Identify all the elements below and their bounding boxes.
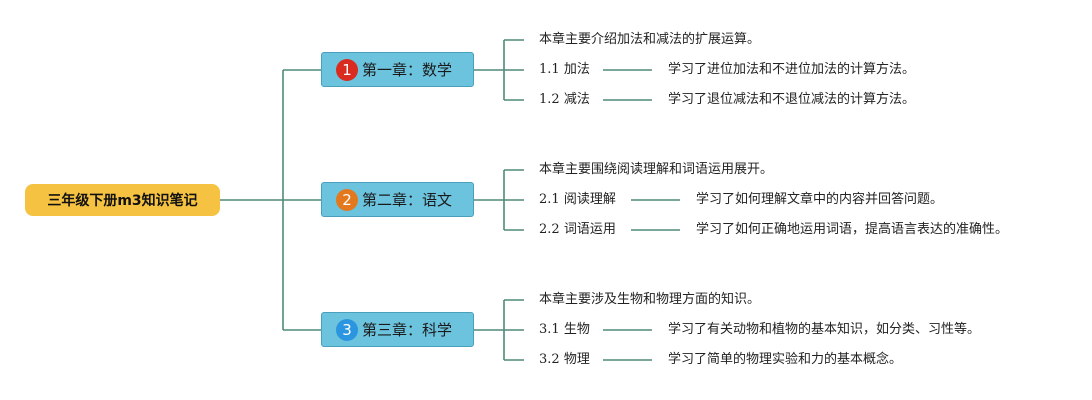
number-badge-icon: 3: [336, 318, 358, 341]
chapter-summary[interactable]: 本章主要涉及生物和物理方面的知识。: [539, 292, 761, 307]
chapter-title: 第一章：数学: [362, 61, 453, 79]
topic-detail[interactable]: 学习了简单的物理实验和力的基本概念。: [668, 352, 903, 367]
topic-detail[interactable]: 学习了退位减法和不退位减法的计算方法。: [668, 92, 916, 107]
topic-node[interactable]: 3.2 物理: [539, 352, 590, 368]
chapter-title: 第二章：语文: [362, 191, 453, 209]
chapter-node-math[interactable]: 1 第一章：数学: [321, 52, 474, 87]
chapter-node-chinese[interactable]: 2 第二章：语文: [321, 182, 474, 217]
topic-code: 3.1: [539, 322, 560, 337]
chapter-1-branch: [474, 39, 524, 101]
chapter-3-branch: [474, 299, 524, 361]
topic-node[interactable]: 2.2 词语运用: [539, 222, 616, 238]
topic-code: 2.2: [539, 222, 560, 237]
root-topic[interactable]: 三年级下册m3知识笔记: [25, 184, 220, 216]
topic-name: 生物: [563, 322, 590, 337]
topic-code: 2.1: [539, 192, 560, 207]
topic-code: 3.2: [539, 352, 560, 367]
chapter-title: 第三章：科学: [362, 321, 453, 339]
topic-detail[interactable]: 学习了有关动物和植物的基本知识，如分类、习性等。: [668, 322, 981, 337]
topic-name: 词语运用: [563, 222, 616, 237]
topic-node[interactable]: 1.2 减法: [539, 92, 590, 108]
topic-node[interactable]: 2.1 阅读理解: [539, 192, 616, 208]
root-title: 三年级下册m3知识笔记: [47, 193, 198, 209]
topic-detail[interactable]: 学习了如何正确地运用词语，提高语言表达的准确性。: [696, 222, 1009, 237]
topic-node[interactable]: 1.1 加法: [539, 62, 590, 78]
chapter-summary[interactable]: 本章主要介绍加法和减法的扩展运算。: [539, 32, 761, 47]
number-badge-icon: 2: [336, 188, 358, 211]
topic-detail[interactable]: 学习了如何理解文章中的内容并回答问题。: [696, 192, 944, 207]
chapter-node-science[interactable]: 3 第三章：科学: [321, 312, 474, 347]
number-badge-icon: 1: [336, 58, 358, 81]
topic-code: 1.1: [539, 62, 560, 77]
topic-name: 阅读理解: [563, 192, 616, 207]
topic-name: 加法: [563, 62, 590, 77]
topic-detail[interactable]: 学习了进位加法和不进位加法的计算方法。: [668, 62, 916, 77]
chapter-2-branch: [474, 169, 524, 231]
chapter-summary[interactable]: 本章主要围绕阅读理解和词语运用展开。: [539, 162, 774, 177]
topic-node[interactable]: 3.1 生物: [539, 322, 590, 338]
topic-code: 1.2: [539, 92, 560, 107]
topic-name: 减法: [563, 92, 590, 107]
topic-name: 物理: [563, 352, 590, 367]
